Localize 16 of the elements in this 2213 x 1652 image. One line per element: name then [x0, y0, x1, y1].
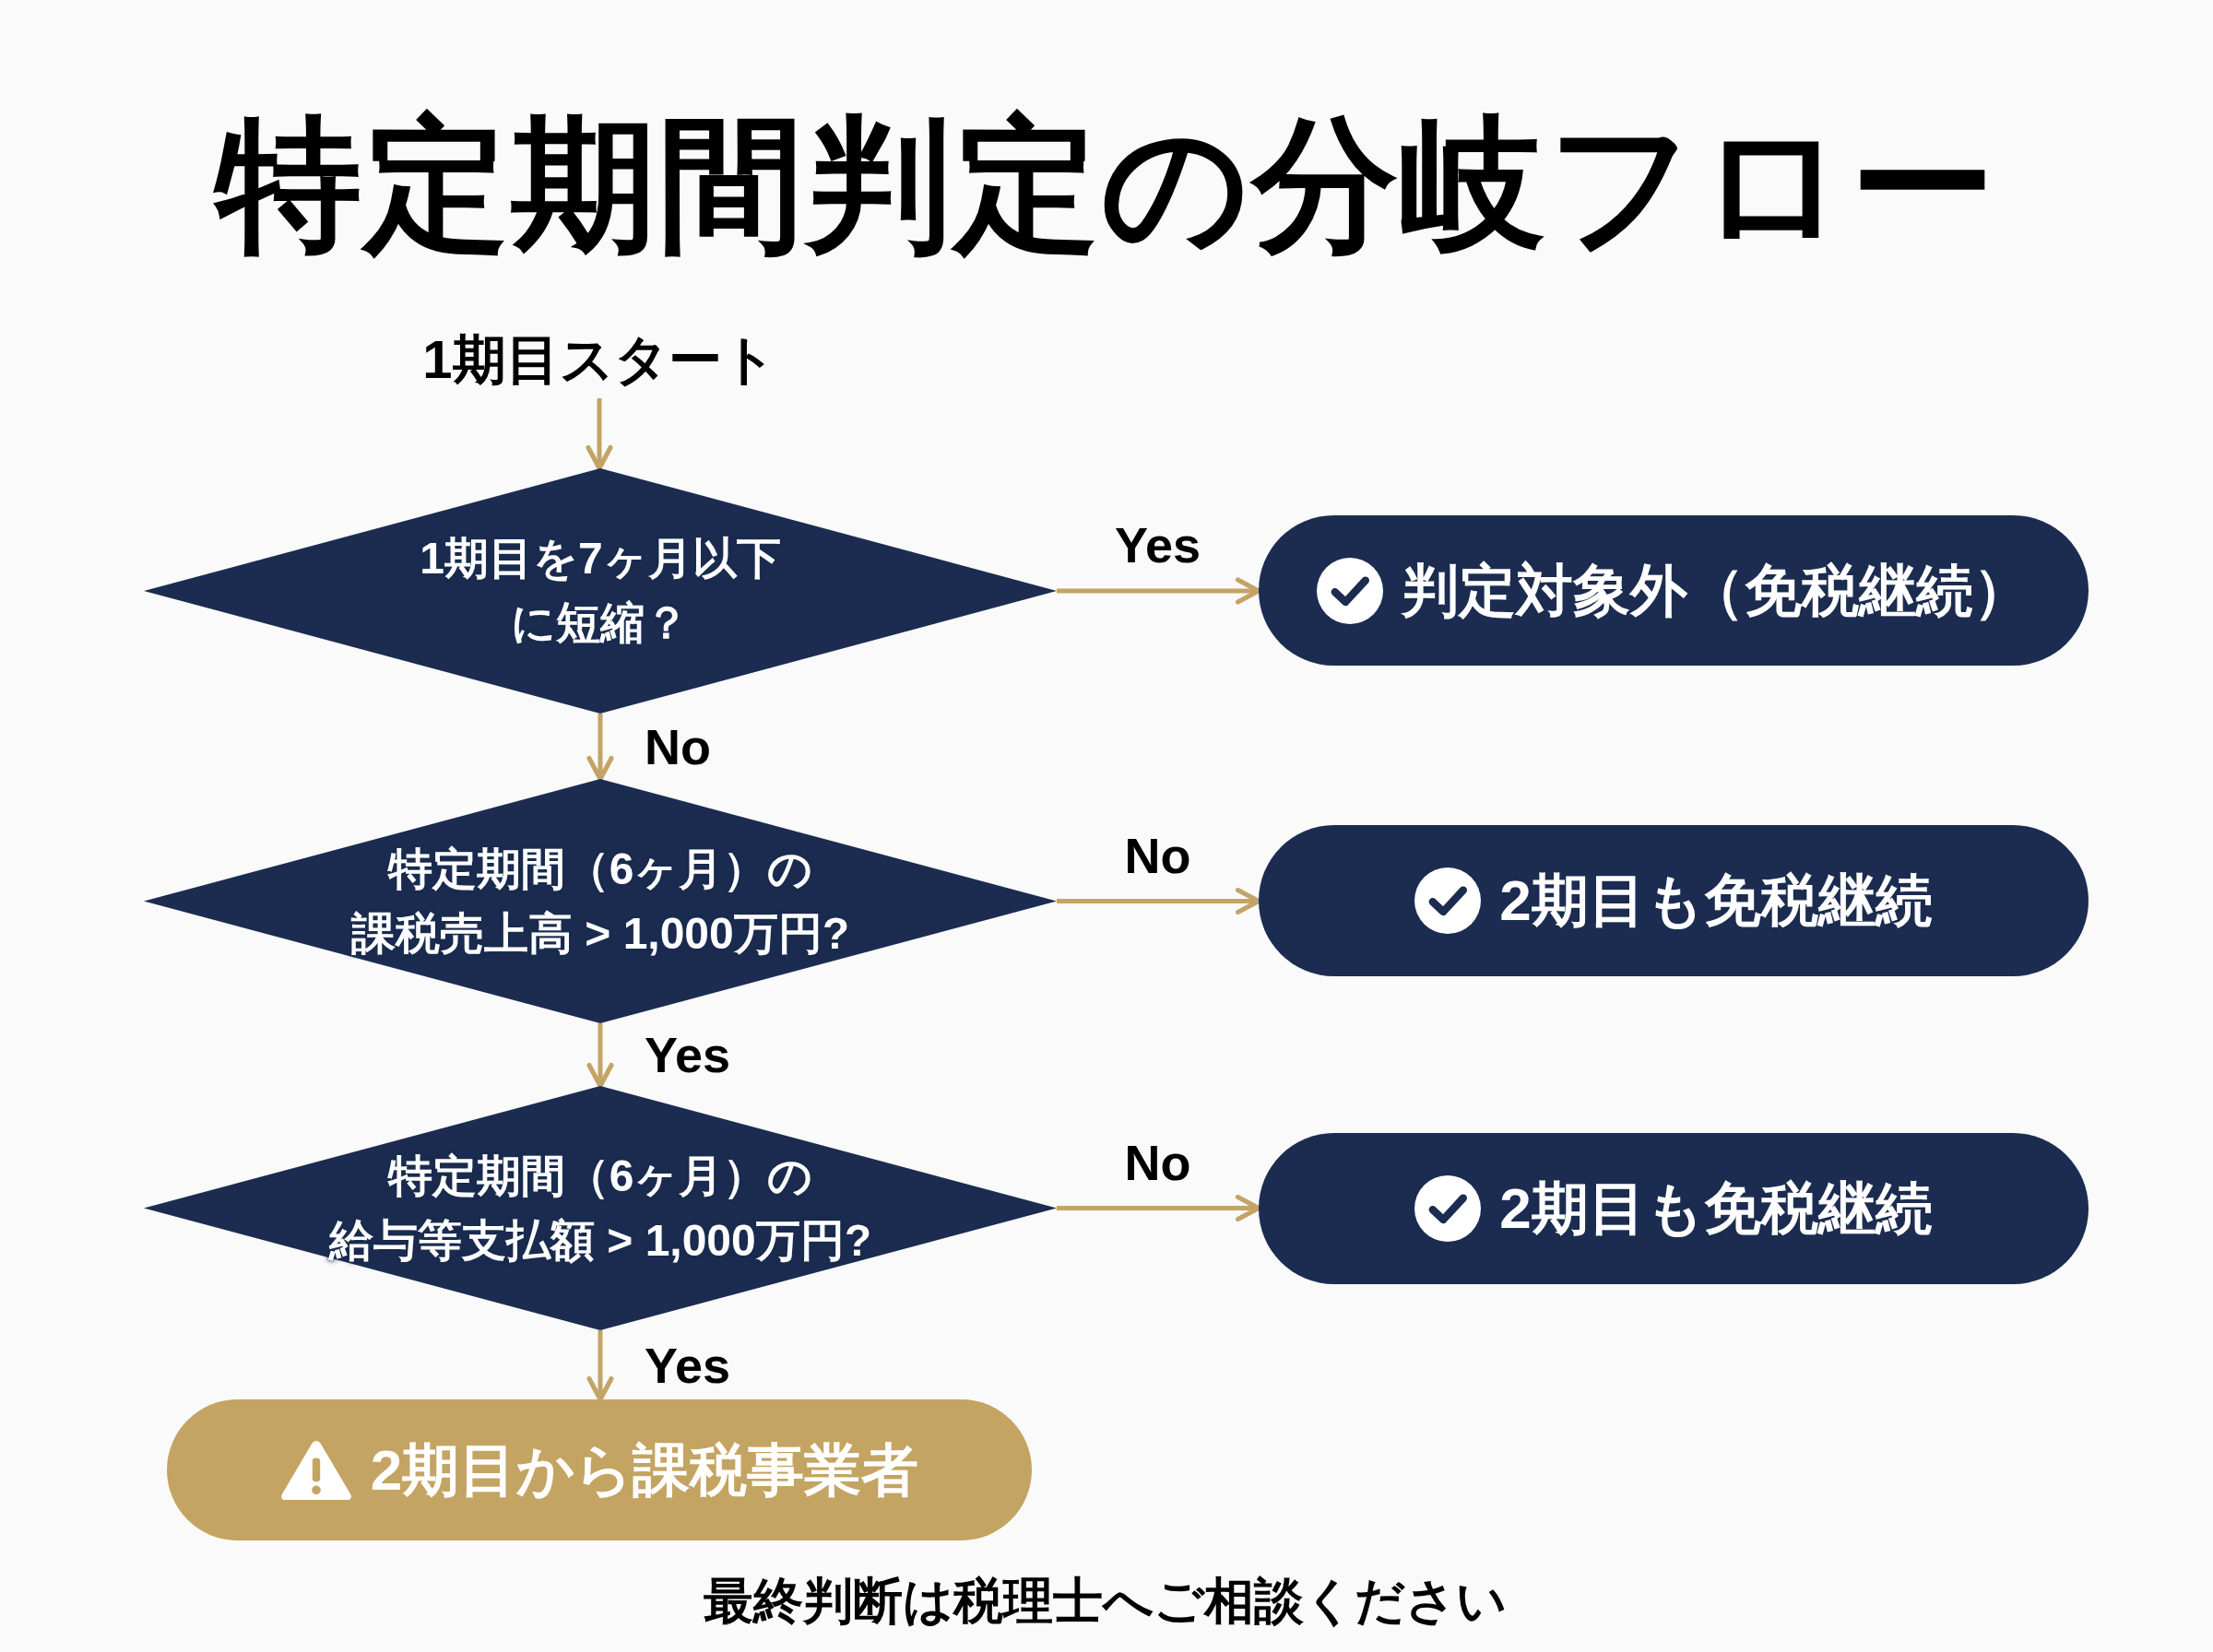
decision-diamond	[144, 779, 1057, 1023]
arrow	[586, 1023, 614, 1089]
question-text: 特定期間（6ヶ月）の課税売上高 > 1,000万円?	[350, 843, 850, 960]
decision-diamond	[144, 1086, 1057, 1330]
footnote: 最終判断は税理士へご相談ください	[703, 1572, 1507, 1630]
result-text: 2期目も免税継続	[1499, 1175, 1933, 1242]
arrow	[586, 398, 613, 471]
start-label: 1期目スタート	[396, 321, 802, 398]
result-text: 2期目から課税事業者	[370, 1436, 919, 1504]
decision-diamond	[144, 468, 1057, 714]
result-text: 判定対象外（免税継続）	[1402, 557, 2030, 624]
question-text: 1期目を7ヶ月以下に短縮？	[420, 533, 781, 649]
arrow	[586, 714, 614, 782]
question-text: 特定期間（6ヶ月）の給与等支払額 > 1,000万円?	[328, 1150, 872, 1267]
arrow	[586, 1330, 614, 1402]
result-text: 2期目も免税継続	[1499, 867, 1933, 934]
